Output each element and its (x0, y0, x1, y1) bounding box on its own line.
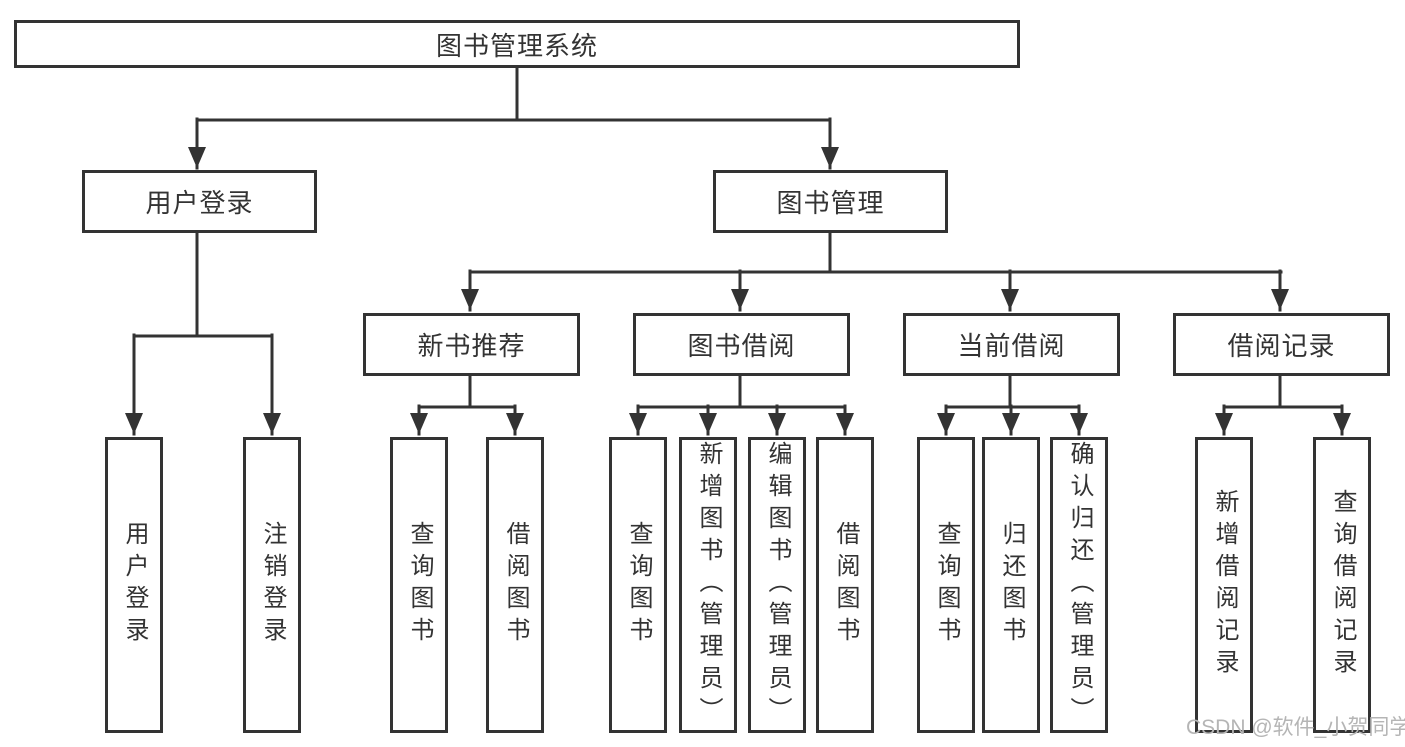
leaf-add-books-admin: 新增图书（管理员） (679, 437, 737, 733)
leaf-borrow-books-recommend-label: 借阅图书 (502, 521, 529, 649)
leaf-confirm-return-admin-label: 确认归还（管理员） (1066, 441, 1093, 729)
leaf-query-books-recommend: 查询图书 (390, 437, 448, 733)
leaf-query-books-borrowing: 查询图书 (609, 437, 667, 733)
watermark: CSDN @软件_小贺同学 (1186, 716, 1405, 739)
node-book-borrowing-label: 图书借阅 (687, 331, 796, 361)
node-borrowing-records-label: 借阅记录 (1227, 331, 1336, 361)
node-book-management: 图书管理 (713, 170, 948, 233)
leaf-query-books-current: 查询图书 (917, 437, 975, 733)
node-book-management-label: 图书管理 (776, 188, 885, 218)
leaf-query-books-current-label: 查询图书 (933, 521, 960, 649)
leaf-logout-label: 注销登录 (259, 521, 286, 649)
leaf-query-borrow-record-label: 查询借阅记录 (1329, 489, 1356, 681)
node-borrowing-records: 借阅记录 (1173, 313, 1390, 376)
leaf-query-books-borrowing-label: 查询图书 (625, 521, 652, 649)
leaf-add-borrow-record-label: 新增借阅记录 (1211, 489, 1238, 681)
leaf-confirm-return-admin: 确认归还（管理员） (1050, 437, 1108, 733)
leaf-user-login: 用户登录 (105, 437, 163, 733)
node-new-book-recommendation: 新书推荐 (363, 313, 580, 376)
node-root: 图书管理系统 (14, 20, 1020, 68)
node-root-label: 图书管理系统 (435, 30, 598, 61)
leaf-query-borrow-record: 查询借阅记录 (1313, 437, 1371, 733)
node-current-borrowing-label: 当前借阅 (957, 331, 1066, 361)
leaf-logout: 注销登录 (243, 437, 301, 733)
leaf-borrow-books-borrowing: 借阅图书 (816, 437, 874, 733)
leaf-add-books-admin-label: 新增图书（管理员） (695, 441, 722, 729)
node-user-login-label: 用户登录 (145, 188, 254, 218)
node-user-login: 用户登录 (82, 170, 317, 233)
leaf-edit-books-admin-label: 编辑图书（管理员） (764, 441, 791, 729)
leaf-edit-books-admin: 编辑图书（管理员） (748, 437, 806, 733)
node-new-book-recommendation-label: 新书推荐 (417, 331, 526, 361)
leaf-return-books: 归还图书 (982, 437, 1040, 733)
leaf-user-login-label: 用户登录 (121, 521, 148, 649)
leaf-borrow-books-borrowing-label: 借阅图书 (832, 521, 859, 649)
leaf-borrow-books-recommend: 借阅图书 (486, 437, 544, 733)
leaf-return-books-label: 归还图书 (998, 521, 1025, 649)
leaf-query-books-recommend-label: 查询图书 (406, 521, 433, 649)
node-book-borrowing: 图书借阅 (633, 313, 850, 376)
leaf-add-borrow-record: 新增借阅记录 (1195, 437, 1253, 733)
node-current-borrowing: 当前借阅 (903, 313, 1120, 376)
